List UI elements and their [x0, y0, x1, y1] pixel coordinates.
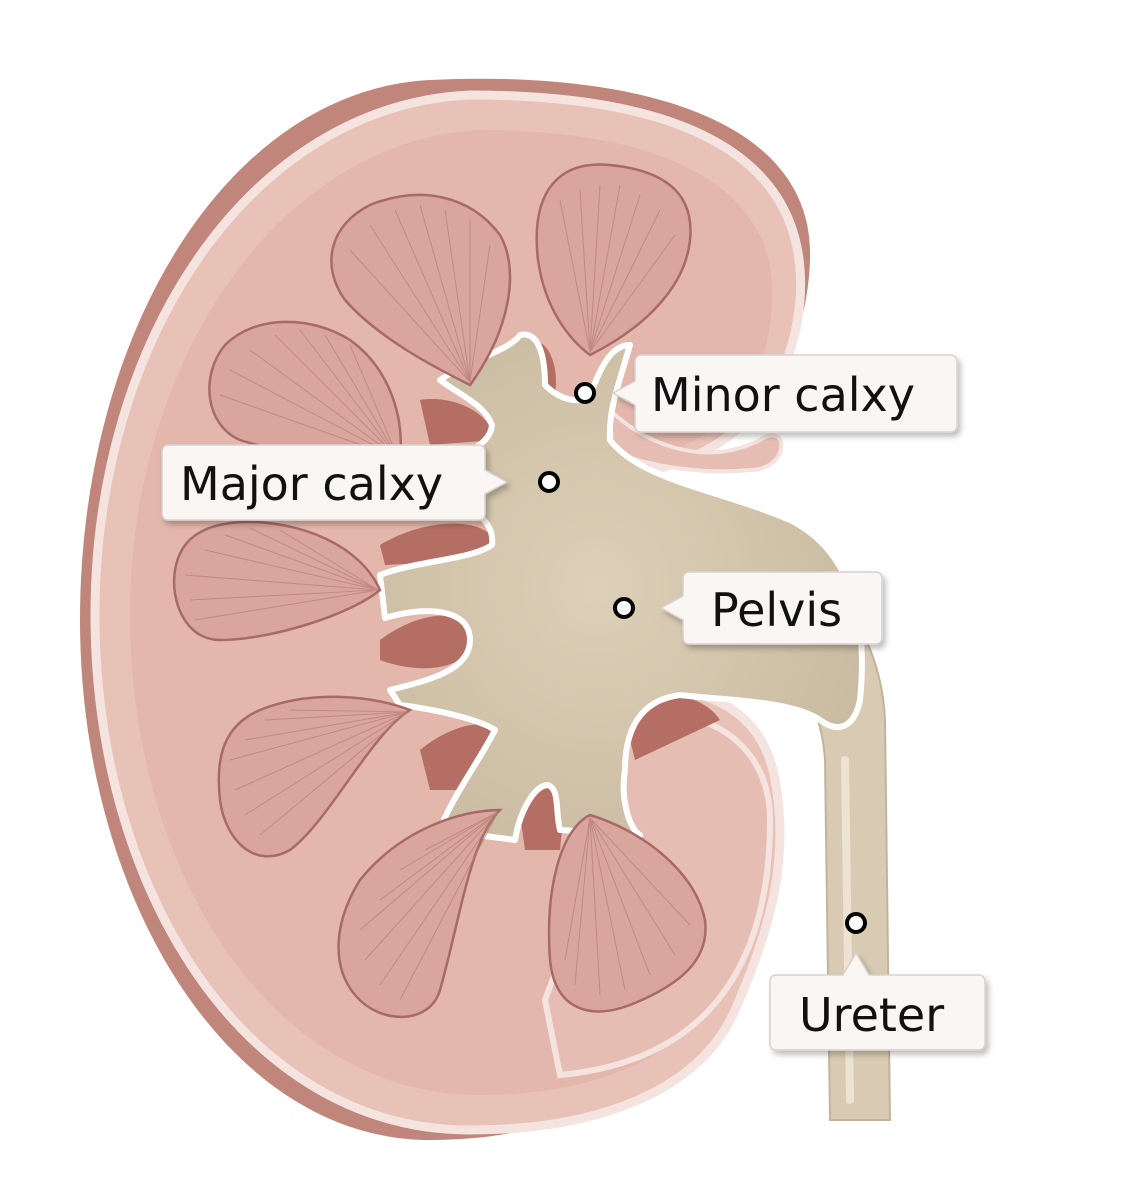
minor-calyx-text: Minor calxy: [651, 368, 915, 422]
ureter-marker: [845, 912, 867, 934]
ureter-label: [769, 951, 986, 1051]
renal-pelvis: [377, 331, 865, 843]
minor-calyx-label: [611, 354, 958, 433]
pelvis-text: Pelvis: [711, 583, 842, 637]
pyramid-top-right: [535, 163, 692, 357]
pyramid-bottom-right: [547, 813, 707, 1013]
pelvis-marker: [613, 597, 635, 619]
pyramid-bottom-left: [337, 808, 504, 1019]
major-calyx-marker: [538, 471, 560, 493]
pyramid-striations: [184, 184, 691, 1001]
ureter-text: Ureter: [799, 988, 944, 1042]
pelvis-label: [659, 571, 883, 645]
major-calyx-text: Major calxy: [180, 457, 443, 511]
major-calyx-label: [161, 444, 509, 521]
kidney-upper-lobe: [607, 404, 784, 474]
pyramid-middle-left: [172, 520, 382, 642]
minor-calyx-marker: [574, 382, 596, 404]
pyramid-top-left: [330, 193, 512, 387]
